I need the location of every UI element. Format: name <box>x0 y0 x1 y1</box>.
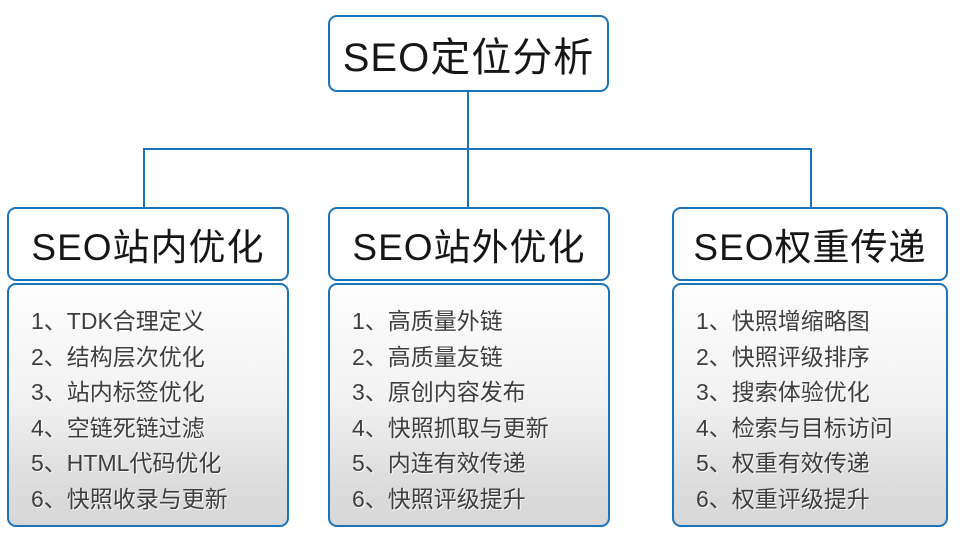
list-item: 1、高质量外链 <box>352 308 503 334</box>
connector-left-vertical <box>143 148 145 208</box>
branch-header-offsite-label: SEO站外优化 <box>352 227 586 268</box>
list-item: 4、检索与目标访问 <box>696 414 893 441</box>
list-item: 1、快照增缩略图 <box>696 308 870 334</box>
list-item: 5、HTML代码优化 <box>31 450 222 476</box>
list-item: 5、内连有效传递 <box>352 450 526 476</box>
list-item: 2、高质量友链 <box>352 343 503 370</box>
list-item: 3、原创内容发布 <box>352 379 526 405</box>
list-item: 2、快照评级排序 <box>696 343 870 370</box>
branch-header-onsite-label: SEO站内优化 <box>31 227 265 268</box>
branch-list-offsite: 1、高质量外链 2、高质量友链 3、原创内容发布 4、快照抓取与更新 5、内连有… <box>328 283 610 527</box>
list-item: 2、结构层次优化 <box>31 343 205 370</box>
list-item: 1、TDK合理定义 <box>31 308 205 334</box>
list-item: 6、快照收录与更新 <box>31 485 228 512</box>
root-node-label: SEO定位分析 <box>342 35 595 80</box>
connector-right-vertical <box>810 148 812 208</box>
list-item: 6、快照评级提升 <box>352 485 526 512</box>
root-node: SEO定位分析 <box>328 15 609 92</box>
branch-list-onsite: 1、TDK合理定义 2、结构层次优化 3、站内标签优化 4、空链死链过滤 5、H… <box>7 283 289 527</box>
list-item: 6、权重评级提升 <box>696 485 870 512</box>
list-item: 4、快照抓取与更新 <box>352 414 549 441</box>
branch-list-weight: 1、快照增缩略图 2、快照评级排序 3、搜索体验优化 4、检索与目标访问 5、权… <box>672 283 948 527</box>
branch-header-weight-label: SEO权重传递 <box>693 227 927 268</box>
branch-header-weight: SEO权重传递 <box>672 207 948 281</box>
branch-header-onsite: SEO站内优化 <box>7 207 289 281</box>
connector-horizontal <box>143 148 812 150</box>
list-item: 3、站内标签优化 <box>31 379 205 405</box>
branch-header-offsite: SEO站外优化 <box>328 207 610 281</box>
list-item: 3、搜索体验优化 <box>696 379 870 405</box>
list-item: 4、空链死链过滤 <box>31 414 205 441</box>
list-item: 5、权重有效传递 <box>696 450 870 476</box>
